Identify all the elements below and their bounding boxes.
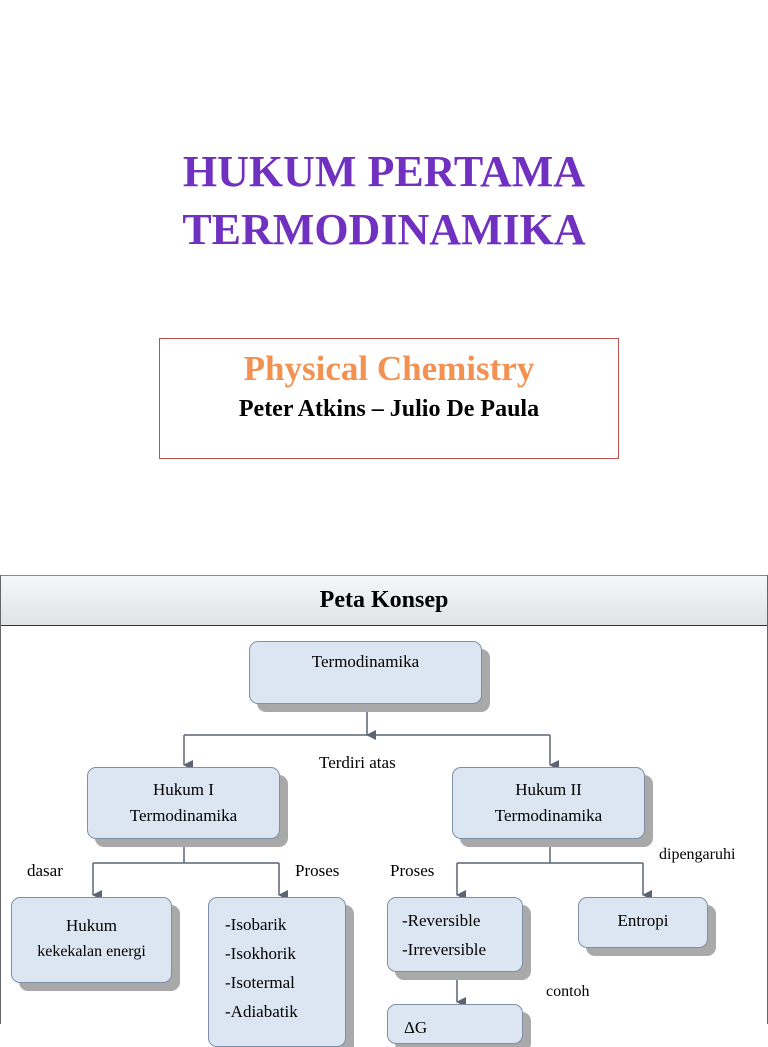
slide-title: HUKUM PERTAMA TERMODINAMIKA bbox=[0, 143, 768, 259]
title-line-2: TERMODINAMIKA bbox=[182, 205, 586, 254]
reference-box: Physical Chemistry Peter Atkins – Julio … bbox=[159, 338, 619, 459]
node-conservation-line-2: kekekalan energi bbox=[37, 943, 146, 960]
node-process-list-2: -Reversible -Irreversible bbox=[387, 897, 523, 972]
node-hukum-2-line-1: Hukum II bbox=[515, 780, 582, 799]
label-influenced-by: dipengaruhi bbox=[659, 846, 736, 863]
concept-map-slide: Peta Konsep Termo bbox=[0, 575, 768, 1047]
label-example: contoh bbox=[546, 983, 590, 1000]
node-example-label: ΔG bbox=[404, 1018, 428, 1037]
process-isothermal: -Isotermal bbox=[225, 973, 295, 992]
node-hukum-2-line-2: Termodinamika bbox=[494, 806, 603, 825]
process-irreversible: -Irreversible bbox=[402, 940, 487, 959]
label-basis: dasar bbox=[27, 861, 63, 880]
node-hukum-1-line-2: Termodinamika bbox=[129, 806, 238, 825]
process-isobaric: -Isobarik bbox=[225, 915, 287, 934]
node-conservation-line-1: Hukum bbox=[66, 916, 117, 935]
label-process-left: Proses bbox=[295, 861, 340, 880]
process-isochoric: -Isokhorik bbox=[225, 944, 296, 963]
reference-authors: Peter Atkins – Julio De Paula bbox=[238, 396, 540, 422]
title-line-1: HUKUM PERTAMA bbox=[182, 147, 586, 196]
process-reversible: -Reversible bbox=[402, 911, 481, 930]
reference-subtitle: Physical Chemistry bbox=[243, 349, 535, 388]
node-hukum-2: Hukum II Termodinamika bbox=[452, 767, 645, 839]
node-example-partial: ΔG bbox=[387, 1004, 523, 1044]
node-conservation-law: Hukum kekekalan energi bbox=[11, 897, 172, 983]
process-adiabatic: -Adiabatik bbox=[225, 1002, 298, 1021]
concept-map-title: Peta Konsep bbox=[319, 587, 449, 613]
node-termodinamika: Termodinamika bbox=[249, 641, 482, 704]
node-hukum-1: Hukum I Termodinamika bbox=[87, 767, 280, 839]
node-termodinamika-label: Termodinamika bbox=[311, 652, 420, 671]
label-process-right: Proses bbox=[390, 861, 435, 880]
node-entropy: Entropi bbox=[578, 897, 708, 948]
concept-map-header: Peta Konsep bbox=[1, 575, 767, 626]
connector-lines bbox=[92, 705, 652, 1007]
node-process-list-1: -Isobarik -Isokhorik -Isotermal -Adiabat… bbox=[208, 897, 346, 1047]
node-hukum-1-line-1: Hukum I bbox=[153, 780, 214, 799]
node-entropy-label: Entropi bbox=[617, 911, 669, 930]
label-consists-of: Terdiri atas bbox=[319, 753, 396, 772]
